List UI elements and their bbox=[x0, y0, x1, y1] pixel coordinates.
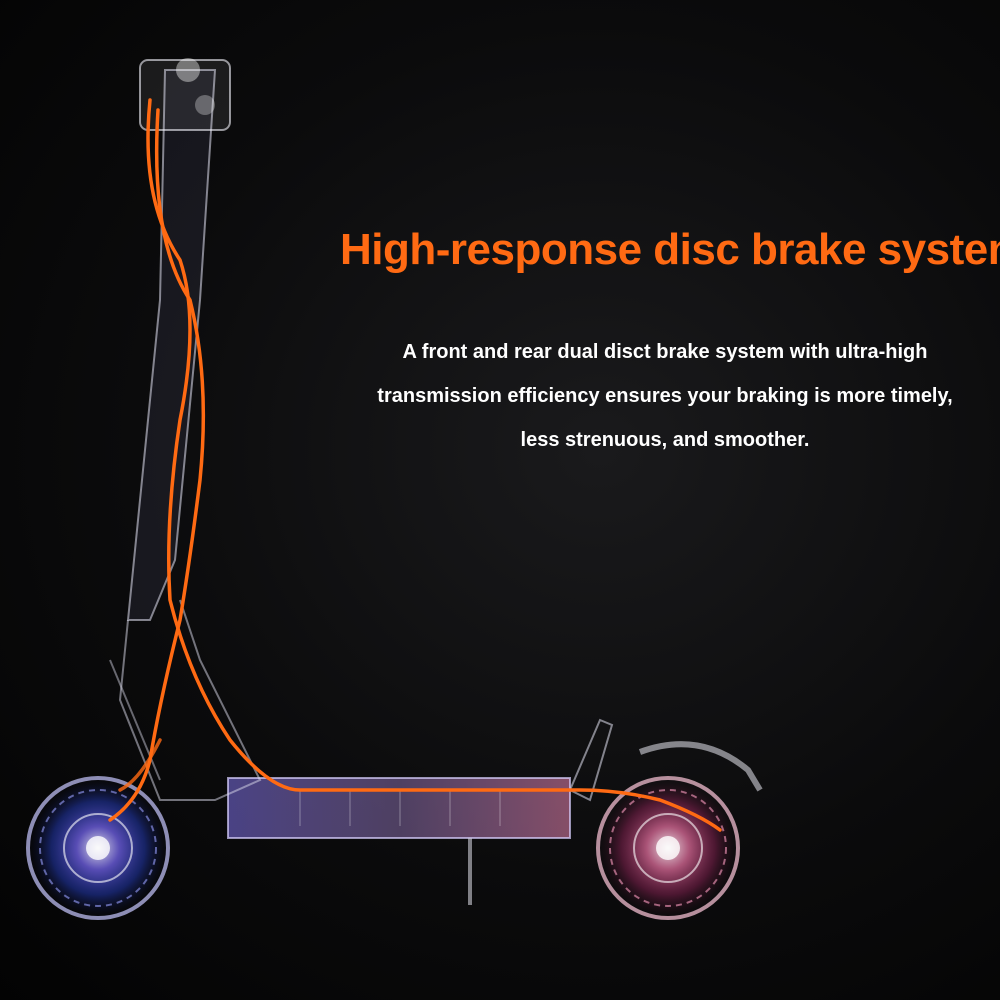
stem bbox=[109, 69, 262, 801]
description: A front and rear dual disct brake system… bbox=[350, 330, 980, 462]
handlebar bbox=[139, 58, 231, 131]
front-wheel bbox=[26, 776, 170, 920]
rear-wheel bbox=[596, 776, 740, 920]
description-line: transmission efficiency ensures your bra… bbox=[377, 385, 953, 407]
deck bbox=[227, 777, 571, 839]
rear-arm bbox=[568, 718, 614, 802]
description-line: less strenuous, and smoother. bbox=[520, 429, 810, 451]
brake-cables bbox=[108, 98, 722, 832]
page-title: High-response disc brake system bbox=[340, 225, 1000, 274]
description-line: A front and rear dual disct brake system… bbox=[402, 341, 928, 363]
rear-fender bbox=[638, 741, 763, 792]
